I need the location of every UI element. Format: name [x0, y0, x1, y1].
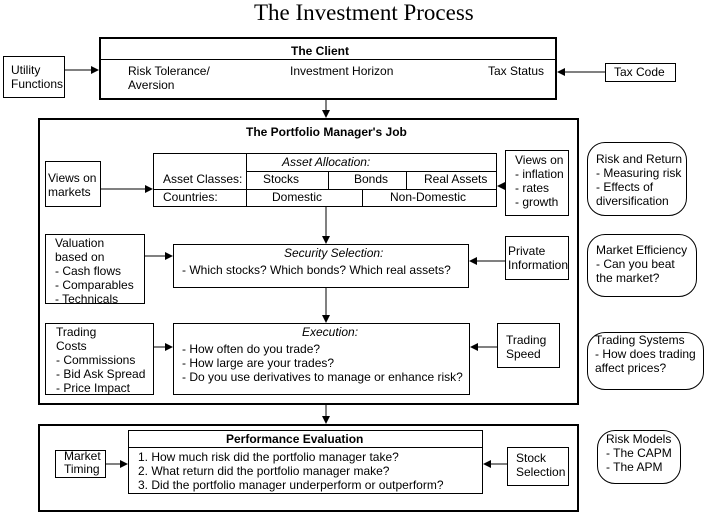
client-risk-label: Risk Tolerance/ Aversion [128, 64, 210, 92]
security-selection-title: Security Selection: [284, 246, 384, 260]
asset-classes-label: Asset Classes: [163, 172, 243, 186]
asset-class-stocks: Stocks [263, 172, 300, 186]
views-on-economy-box: Views on - inflation - rates - growth [505, 150, 569, 216]
stock-selection-label: Stock Selection [516, 451, 566, 479]
valuation-box: Valuation based on - Cash flows - Compar… [45, 234, 145, 306]
security-selection-question: - Which stocks? Which bonds? Which real … [182, 263, 451, 277]
client-heading: The Client [291, 44, 350, 58]
asset-allocation-box: Asset Allocation: Asset Classes: Stocks … [153, 153, 497, 207]
market-timing-label: Market Timing [64, 449, 101, 476]
execution-title: Execution: [302, 325, 359, 339]
client-divider [101, 59, 555, 60]
asset-class-real-assets: Real Assets [424, 172, 488, 186]
private-information-label: Private Information [508, 244, 569, 272]
security-selection-box: Security Selection: - Which stocks? Whic… [173, 244, 469, 288]
trading-costs-label: Trading Costs - Commissions - Bid Ask Sp… [56, 325, 146, 395]
portfolio-manager-heading: The Portfolio Manager's Job [246, 125, 407, 139]
tax-code-box: Tax Code [605, 63, 676, 82]
utility-functions-box: Utility Functions [3, 56, 65, 98]
trading-speed-box: Trading Speed [497, 323, 560, 368]
asset-class-bonds: Bonds [354, 172, 389, 186]
trading-systems-note: Trading Systems - How does trading affec… [587, 332, 704, 390]
market-efficiency-note: Market Efficiency - Can you beat the mar… [587, 234, 697, 297]
client-horizon-label: Investment Horizon [290, 64, 394, 78]
asset-allocation-title: Asset Allocation: [282, 155, 371, 169]
performance-evaluation-heading: Performance Evaluation [226, 432, 364, 446]
market-efficiency-label: Market Efficiency - Can you beat the mar… [596, 243, 688, 285]
country-domestic: Domestic [272, 190, 323, 204]
trading-speed-label: Trading Speed [506, 333, 547, 361]
countries-label: Countries: [163, 190, 218, 204]
private-information-box: Private Information [505, 236, 569, 280]
execution-box: Execution: - How often do you trade? - H… [173, 323, 470, 395]
client-tax-status-label: Tax Status [488, 64, 545, 78]
views-on-markets-label: Views on markets [48, 171, 97, 199]
performance-evaluation-box: Performance Evaluation 1. How much risk … [128, 430, 483, 494]
execution-questions: - How often do you trade? - How large ar… [182, 342, 463, 384]
risk-models-note: Risk Models - The CAPM - The APM [597, 430, 681, 484]
page-title: The Investment Process [254, 0, 474, 25]
tax-code-label: Tax Code [614, 65, 665, 79]
market-timing-box: Market Timing [55, 450, 106, 478]
country-non-domestic: Non-Domestic [390, 190, 467, 204]
risk-return-label: Risk and Return - Measuring risk - Effec… [596, 152, 683, 208]
trading-costs-box: Trading Costs - Commissions - Bid Ask Sp… [45, 323, 154, 395]
views-on-economy-label: Views on - inflation - rates - growth [515, 153, 564, 209]
risk-models-label: Risk Models - The CAPM - The APM [606, 432, 672, 474]
valuation-label: Valuation based on - Cash flows - Compar… [55, 236, 134, 306]
views-on-markets-box: Views on markets [45, 161, 101, 207]
performance-evaluation-questions: 1. How much risk did the portfolio manag… [138, 450, 444, 492]
trading-systems-label: Trading Systems - How does trading affec… [595, 333, 696, 375]
client-box: The Client Risk Tolerance/ Aversion Inve… [99, 37, 557, 100]
utility-functions-label: Utility Functions [11, 63, 64, 91]
stock-selection-box: Stock Selection [507, 447, 569, 486]
risk-return-note: Risk and Return - Measuring risk - Effec… [587, 142, 687, 216]
